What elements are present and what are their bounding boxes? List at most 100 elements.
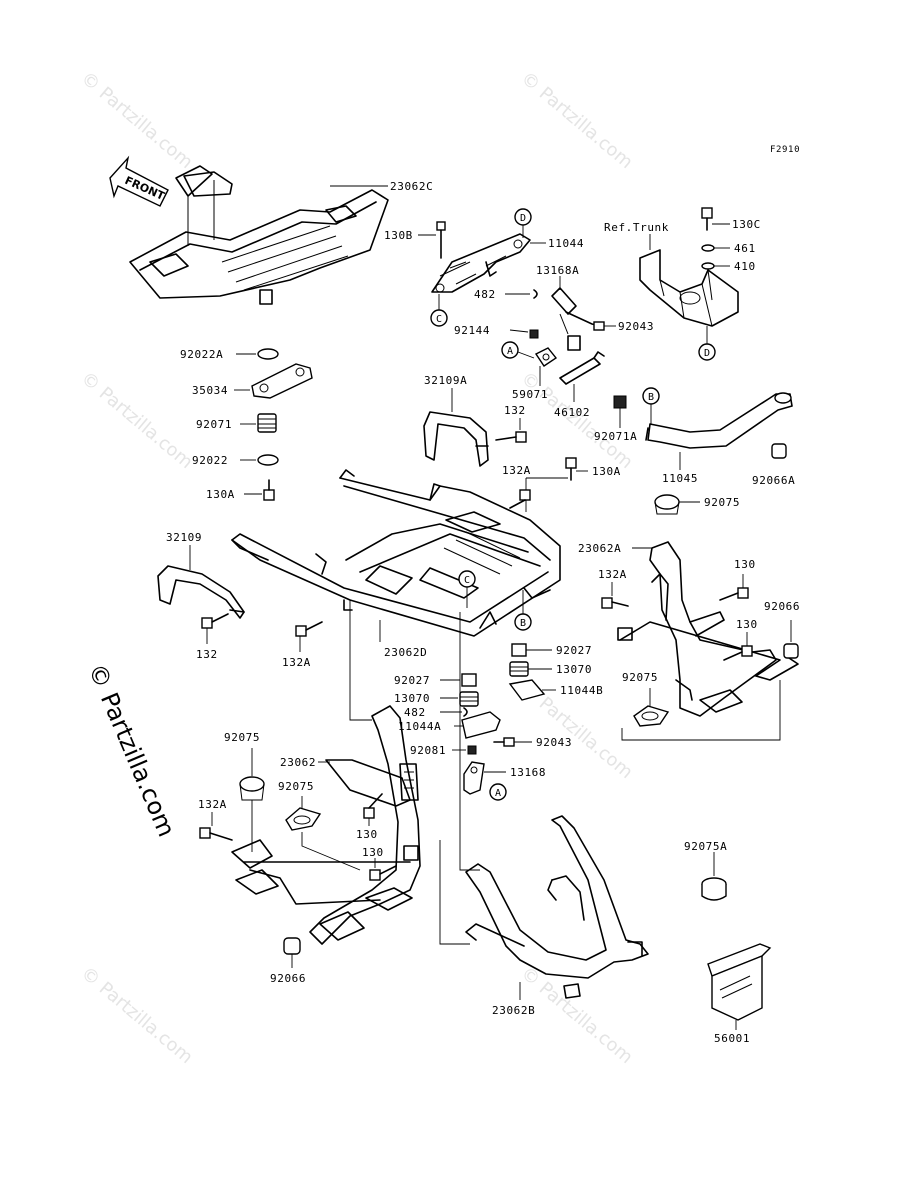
grommet-92075-l2 [285,807,322,831]
cable-13168 [463,761,485,795]
collar-92027-left [461,673,477,687]
part-label-130-r2: 130 [736,618,758,631]
part-label-11044: 11044 [548,237,584,250]
part-label-130-r1: 130 [734,558,756,571]
arm-11045 [645,392,793,449]
part-label-23062d: 23062D [384,646,427,659]
bolt-92043-top [593,321,605,331]
callout-letter: D [520,213,526,224]
part-label-92075-l1: 92075 [224,731,260,744]
nut-92071a [613,395,627,409]
bolt-132a-left [295,621,323,637]
joint-59071 [534,347,558,367]
watermark: © Partzilla.com [517,368,637,473]
part-label-56001: 56001 [714,1032,750,1045]
part-label-132a-mid: 132A [502,464,531,477]
plate-11044b [508,679,546,701]
damper-92071 [257,413,277,433]
nut-92081 [467,745,477,755]
part-label-32109a: 32109A [424,374,467,387]
part-label-23062c: 23062C [390,180,433,193]
part-label-92043-mid: 92043 [536,736,572,749]
callout-d-right: D [698,326,716,361]
frame-23062a [617,541,799,717]
part-label-461: 461 [734,242,756,255]
grommet-92075-right [654,494,680,515]
part-label-130-l1: 130 [356,828,378,841]
handle-32109a [423,411,489,467]
part-label-13168: 13168 [510,766,546,779]
part-label-13168a: 13168A [536,264,579,277]
watermark: © Partzilla.com [517,68,637,173]
part-label-92075-l2: 92075 [278,780,314,793]
grommet-92075-l1 [239,776,265,801]
bolt-132-left [201,613,229,629]
bolt-132a-low [199,827,233,841]
part-label-92081: 92081 [410,744,446,757]
callout-a-top: A [501,341,535,359]
part-label-482: 482 [474,288,496,301]
washer-410 [701,262,715,270]
bolt-130a-mid [565,457,577,481]
bolt-92043-mid [493,737,515,747]
part-label-13070-left: 13070 [394,692,430,705]
trunk-bracket [639,249,739,327]
cable-13168a [551,287,601,351]
washer-92022a [257,348,279,360]
bolt-132-top [495,431,527,443]
bolt-130b [436,221,446,259]
callout-c-mid: C [458,570,476,608]
watermark-large: © Partzilla.com [82,659,180,840]
part-label-132a-right: 132A [598,568,627,581]
bolt-130-l2 [369,865,397,881]
washer-461 [701,244,715,252]
callout-letter: D [704,348,710,359]
part-label-23062: 23062 [280,756,316,769]
bracket-11044 [431,233,531,293]
callout-letter: B [648,392,654,403]
nut-92144 [529,329,539,339]
front-arrow: FRONT [109,155,169,207]
callout-letter: B [520,618,526,629]
callout-c-top: C [430,294,448,327]
bolt-130-r1 [719,587,749,601]
watermarks: © Partzilla.com © Partzilla.com © Partzi… [77,68,637,1068]
part-label-92066-right: 92066 [764,600,800,613]
callout-b-mid: B [514,590,532,631]
ref-trunk-label: Ref.Trunk [604,221,669,234]
part-label-130-l2: 130 [362,846,384,859]
washer-92022 [257,454,279,466]
part-label-46102: 46102 [554,406,590,419]
handle-32109 [157,565,245,619]
part-label-35034: 35034 [192,384,228,397]
callout-letter: C [436,314,442,325]
part-label-92071: 92071 [196,418,232,431]
part-label-92075-r2: 92075 [622,671,658,684]
part-label-130a: 130A [206,488,235,501]
part-label-11044b: 11044B [560,684,603,697]
part-label-59071: 59071 [512,388,548,401]
bolt-130c [701,207,713,231]
part-label-23062b: 23062B [492,1004,535,1017]
part-label-13070-right: 13070 [556,663,592,676]
bolt-132a-right [601,597,629,609]
figure-code: F2910 [770,145,800,155]
callout-letter: A [495,788,501,799]
part-label-410: 410 [734,260,756,273]
bolt-130a-left [263,479,275,501]
clip-482-mid [463,707,468,717]
grommet-92075-r2 [633,705,670,727]
front-rack-23062c [129,165,389,305]
part-label-92027-left: 92027 [394,674,430,687]
part-label-92027-right: 92027 [556,644,592,657]
callout-letter: A [507,346,513,357]
clip-482 [533,289,538,299]
part-label-92075a: 92075A [684,840,727,853]
flap-56001 [707,943,772,1021]
part-label-132a-left: 132A [282,656,311,669]
damper-13070-right [509,661,529,677]
part-label-130b: 130B [384,229,413,242]
part-label-11044a: 11044A [398,720,441,733]
collar-92027-right [511,643,527,657]
frame-23062 [231,705,421,945]
